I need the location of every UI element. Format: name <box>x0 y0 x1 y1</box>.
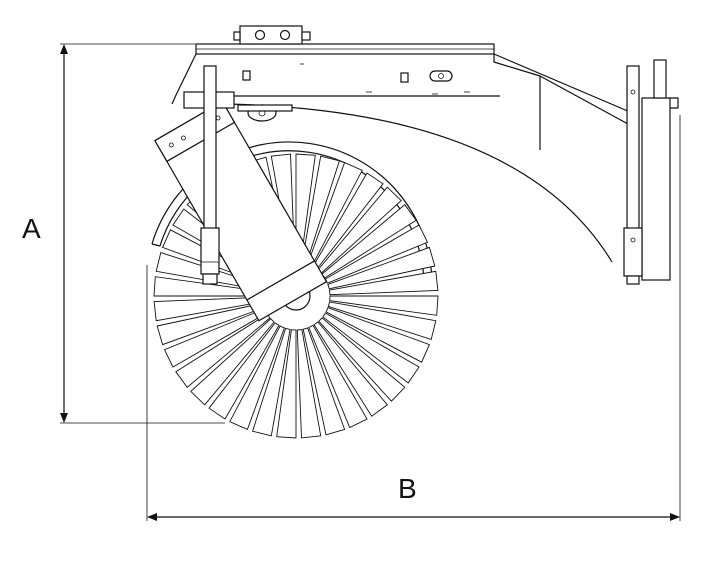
dim-b-label: B <box>398 473 417 504</box>
pivot-arm <box>237 104 293 112</box>
arm-lower-edge <box>539 75 629 125</box>
arm-upper-edge <box>493 53 631 113</box>
frame-left-side <box>171 53 197 105</box>
brush-guard-start <box>151 243 161 247</box>
mount-clip <box>668 97 679 109</box>
pivot-bracket <box>183 91 293 122</box>
valve-port-1 <box>254 29 266 41</box>
adjust-slot <box>429 70 453 82</box>
dim-b-arrow-right <box>670 513 680 521</box>
bristle-segment <box>329 270 439 296</box>
right-pin-bottom <box>630 237 636 243</box>
bristle-segment <box>318 317 406 402</box>
bristle-segment <box>313 321 388 417</box>
mount-hole-1 <box>242 70 251 81</box>
left-cylinder-end <box>202 273 218 285</box>
left-cylinder-barrel <box>200 227 220 275</box>
guard-arc <box>224 103 613 263</box>
bristle-segment <box>208 322 280 420</box>
right-mount <box>623 59 679 285</box>
bristle-segment <box>327 246 436 290</box>
dim-a-arrow-top <box>60 44 68 54</box>
right-cylinder-end <box>626 275 640 285</box>
arm-body <box>493 54 541 150</box>
dimension-a: A <box>22 43 225 424</box>
adjust-bolt <box>438 73 444 79</box>
bristle-segment <box>308 324 368 429</box>
bristle-segment <box>329 295 439 316</box>
right-pin-top <box>630 89 636 95</box>
valve-block <box>239 25 303 45</box>
motor-screw-2 <box>181 135 186 141</box>
dim-a-label: A <box>22 213 41 244</box>
right-cylinder-rod <box>626 65 640 231</box>
dim-b-arrow-left <box>147 513 157 521</box>
valve-port-2 <box>279 29 291 41</box>
mount-top-post <box>653 59 667 99</box>
motor-flange <box>246 260 315 301</box>
mount-hole-2 <box>400 72 409 83</box>
bristle-segment <box>276 329 297 439</box>
bristle-segment <box>325 307 431 363</box>
left-cylinder <box>200 65 220 285</box>
dim-a-arrow-bottom <box>60 413 68 423</box>
valve-fitting-left <box>233 31 241 41</box>
frame-housing <box>171 25 631 263</box>
dimension-b: B <box>146 115 681 521</box>
right-cylinder-barrel <box>623 227 643 277</box>
bristle-segment <box>327 301 437 340</box>
bristle-segment <box>322 312 420 384</box>
mount-plate <box>641 97 671 281</box>
bristle-segment <box>229 325 285 431</box>
valve-fitting-right <box>301 31 311 41</box>
bristle-segment <box>302 327 346 436</box>
left-cylinder-rod <box>203 65 217 231</box>
bristle-segment <box>190 318 275 406</box>
bristle-segment <box>296 329 322 439</box>
motor-screw-1 <box>168 142 174 148</box>
bristle-segment <box>252 327 291 437</box>
